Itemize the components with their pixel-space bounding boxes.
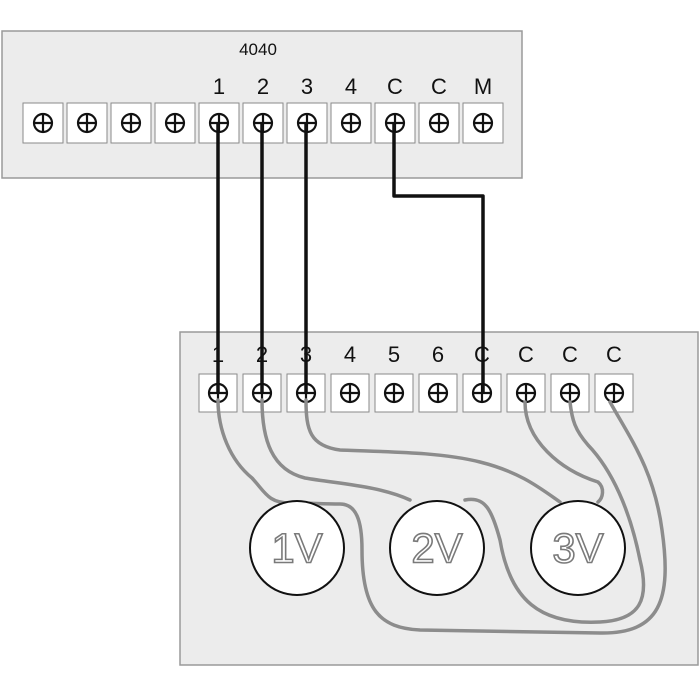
valve-wire-3v-common [523,400,605,504]
valve-wire-3v [304,398,562,504]
valve-2v-label: 2V [411,525,462,572]
controller-wires [216,123,485,393]
controller-terminal-label: 4 [345,74,357,99]
terminal-block [418,102,460,144]
valve-wires [216,398,667,635]
terminal-block [22,102,64,144]
controller-terminal-label: 3 [301,74,313,99]
controller-model-label: 4040 [239,40,277,59]
valve-wire-1v [216,398,667,635]
valve-3v-label: 3V [552,525,603,572]
valve-3v: 3V [530,500,626,596]
controller-terminal-label: M [474,74,492,99]
valve-wire-2v [260,398,412,502]
controller-terminal-label: C [387,74,403,99]
controller-terminal [154,102,196,144]
controller-terminal-label: C [431,74,447,99]
valves: 1V 2V 3V [249,500,626,596]
valve-1v: 1V [249,500,345,596]
controller-terminal [66,102,108,144]
module-terminal-label: C [518,342,534,367]
module-terminal-label: 5 [388,342,400,367]
valve-wire-2v-common [463,400,646,624]
terminal-block [418,373,458,413]
valve-2v: 2V [389,500,485,596]
controller-terminal-label: 2 [257,74,269,99]
controller-terminal [22,102,64,144]
module-terminal-label: 6 [432,342,444,367]
controller-terminal: 4 [330,74,372,144]
module-terminal: 5 [374,342,414,413]
controller-terminal: M [462,74,504,144]
valve-1v-label: 1V [271,525,322,572]
controller-terminal [110,102,152,144]
module-terminal: 6 [418,342,458,413]
controller-terminal-label: 1 [213,74,225,99]
module-terminal-label: C [606,342,622,367]
module-terminal-label: C [562,342,578,367]
controller-terminal: C [418,74,460,144]
module-terminal: 4 [330,342,370,413]
module-terminal: C [594,342,634,413]
wire-common [392,123,485,393]
module-terminal-label: 4 [344,342,356,367]
